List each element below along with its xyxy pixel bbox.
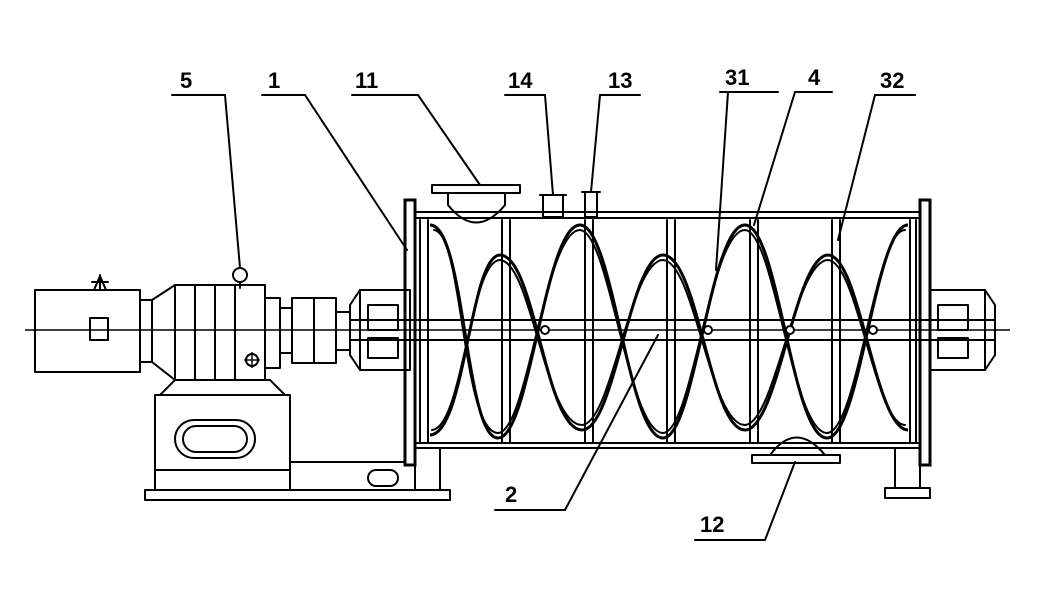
reducer	[151, 267, 286, 396]
shaft-hubs	[540, 325, 878, 335]
support-legs	[414, 447, 931, 499]
agitator-spokes	[419, 219, 917, 444]
motor-base	[144, 394, 451, 501]
coupling	[279, 297, 351, 364]
label-12: 12	[700, 512, 724, 537]
label-4: 4	[808, 65, 821, 90]
left-bearing	[349, 289, 411, 371]
discharge-valve	[751, 436, 841, 464]
right-bearing	[929, 289, 996, 371]
main-shaft	[349, 319, 996, 341]
inner-ribbon	[429, 253, 909, 437]
label-13: 13	[608, 68, 632, 93]
label-2: 2	[505, 482, 517, 507]
label-11: 11	[355, 68, 378, 93]
label-14: 14	[508, 68, 533, 93]
small-nozzles	[539, 191, 601, 218]
label-1: 1	[268, 68, 280, 93]
label-5: 5	[180, 68, 192, 93]
label-31: 31	[725, 65, 749, 90]
part-labels: 5 1 11 14 13 31 4 32 2 12	[180, 65, 904, 537]
outer-ribbon	[429, 223, 909, 440]
label-32: 32	[880, 68, 904, 93]
motor	[34, 274, 153, 373]
inlet-nozzle	[431, 184, 521, 224]
leader-lines	[171, 91, 916, 541]
